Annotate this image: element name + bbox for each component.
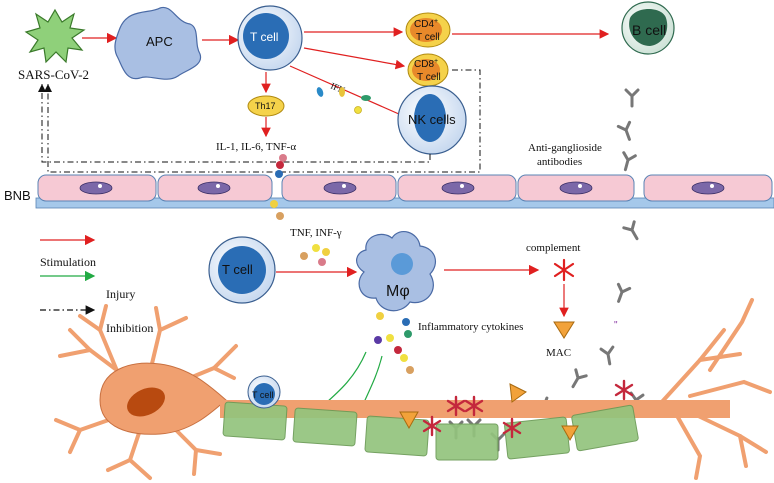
axon-complement-stars	[422, 379, 634, 439]
ifn-cytokine-dots	[316, 87, 371, 114]
anti-ganglioside-label-1: Anti-ganglioside	[528, 142, 602, 154]
mac-label: MAC	[546, 347, 571, 359]
axon-mac-triangles	[399, 383, 579, 442]
tcell-mid-icon	[208, 236, 276, 304]
arrow-tcell-cd8	[303, 47, 406, 70]
cd8-tcell-icon	[407, 53, 449, 87]
tcell-mid-label: T cell	[222, 262, 253, 277]
macrophage-label: Mφ	[386, 283, 410, 300]
cd8-tcell-label: T cell	[417, 72, 441, 83]
tnf-inf-label: TNF, INF-γ	[290, 227, 342, 239]
tnf-cytokine-dots	[300, 244, 330, 266]
sars-cov-2-virus-icon	[24, 8, 86, 64]
nk-cell-icon	[397, 85, 467, 155]
apc-cell-icon	[114, 6, 202, 80]
tcell-top-label: T cell	[250, 30, 278, 44]
bcell-icon	[621, 1, 675, 55]
tcell-small-label: T cell	[252, 390, 273, 400]
cd4-label: CD4+	[414, 18, 438, 30]
apc-label: APC	[146, 34, 173, 49]
tcell-top-icon	[237, 5, 303, 71]
legend: Stimulation Injury Inhibition	[40, 234, 153, 335]
arrow-tcell-nk	[289, 65, 410, 120]
legend-inhibition-label: Inhibition	[106, 321, 153, 335]
bcell-label: B cell	[632, 22, 666, 38]
mac-triangle-icon	[553, 321, 575, 339]
macrophage-cell-icon	[356, 230, 437, 312]
sars-label: SARS-CoV-2	[18, 67, 89, 82]
inflammatory-cytokines-label: Inflammatory cytokines	[418, 321, 523, 333]
cd4-tcell-label: T cell	[416, 32, 440, 43]
complement-label: complement	[526, 242, 580, 254]
il-cytokines-label: IL-1, IL-6, TNF-α	[216, 141, 296, 153]
inhibition-feedback-lines	[41, 69, 481, 173]
anti-ganglioside-label-2: antibodies	[537, 156, 582, 168]
legend-stimulation-label: Stimulation	[40, 255, 96, 269]
th17-cell-icon	[247, 95, 285, 117]
legend-injury-label: Injury	[106, 287, 135, 301]
quote-mark-glyph: "	[614, 320, 618, 331]
inhibition-arrowhead-2	[44, 84, 52, 92]
cd4-tcell-icon	[405, 12, 451, 48]
nk-cells-label: NK cells	[408, 112, 456, 127]
th17-label: Th17	[255, 101, 276, 111]
tcell-small-icon	[247, 375, 281, 409]
myelin-sheath	[222, 401, 639, 461]
inflammatory-cytokine-dots	[374, 312, 414, 374]
inhibition-arrowhead-1	[38, 84, 46, 92]
bnb-barrier	[35, 174, 774, 209]
cd8-label: CD8+	[414, 58, 438, 70]
complement-star-icon	[553, 258, 575, 282]
bnb-crossing-cytokines	[270, 154, 287, 220]
bnb-label: BNB	[4, 188, 31, 203]
